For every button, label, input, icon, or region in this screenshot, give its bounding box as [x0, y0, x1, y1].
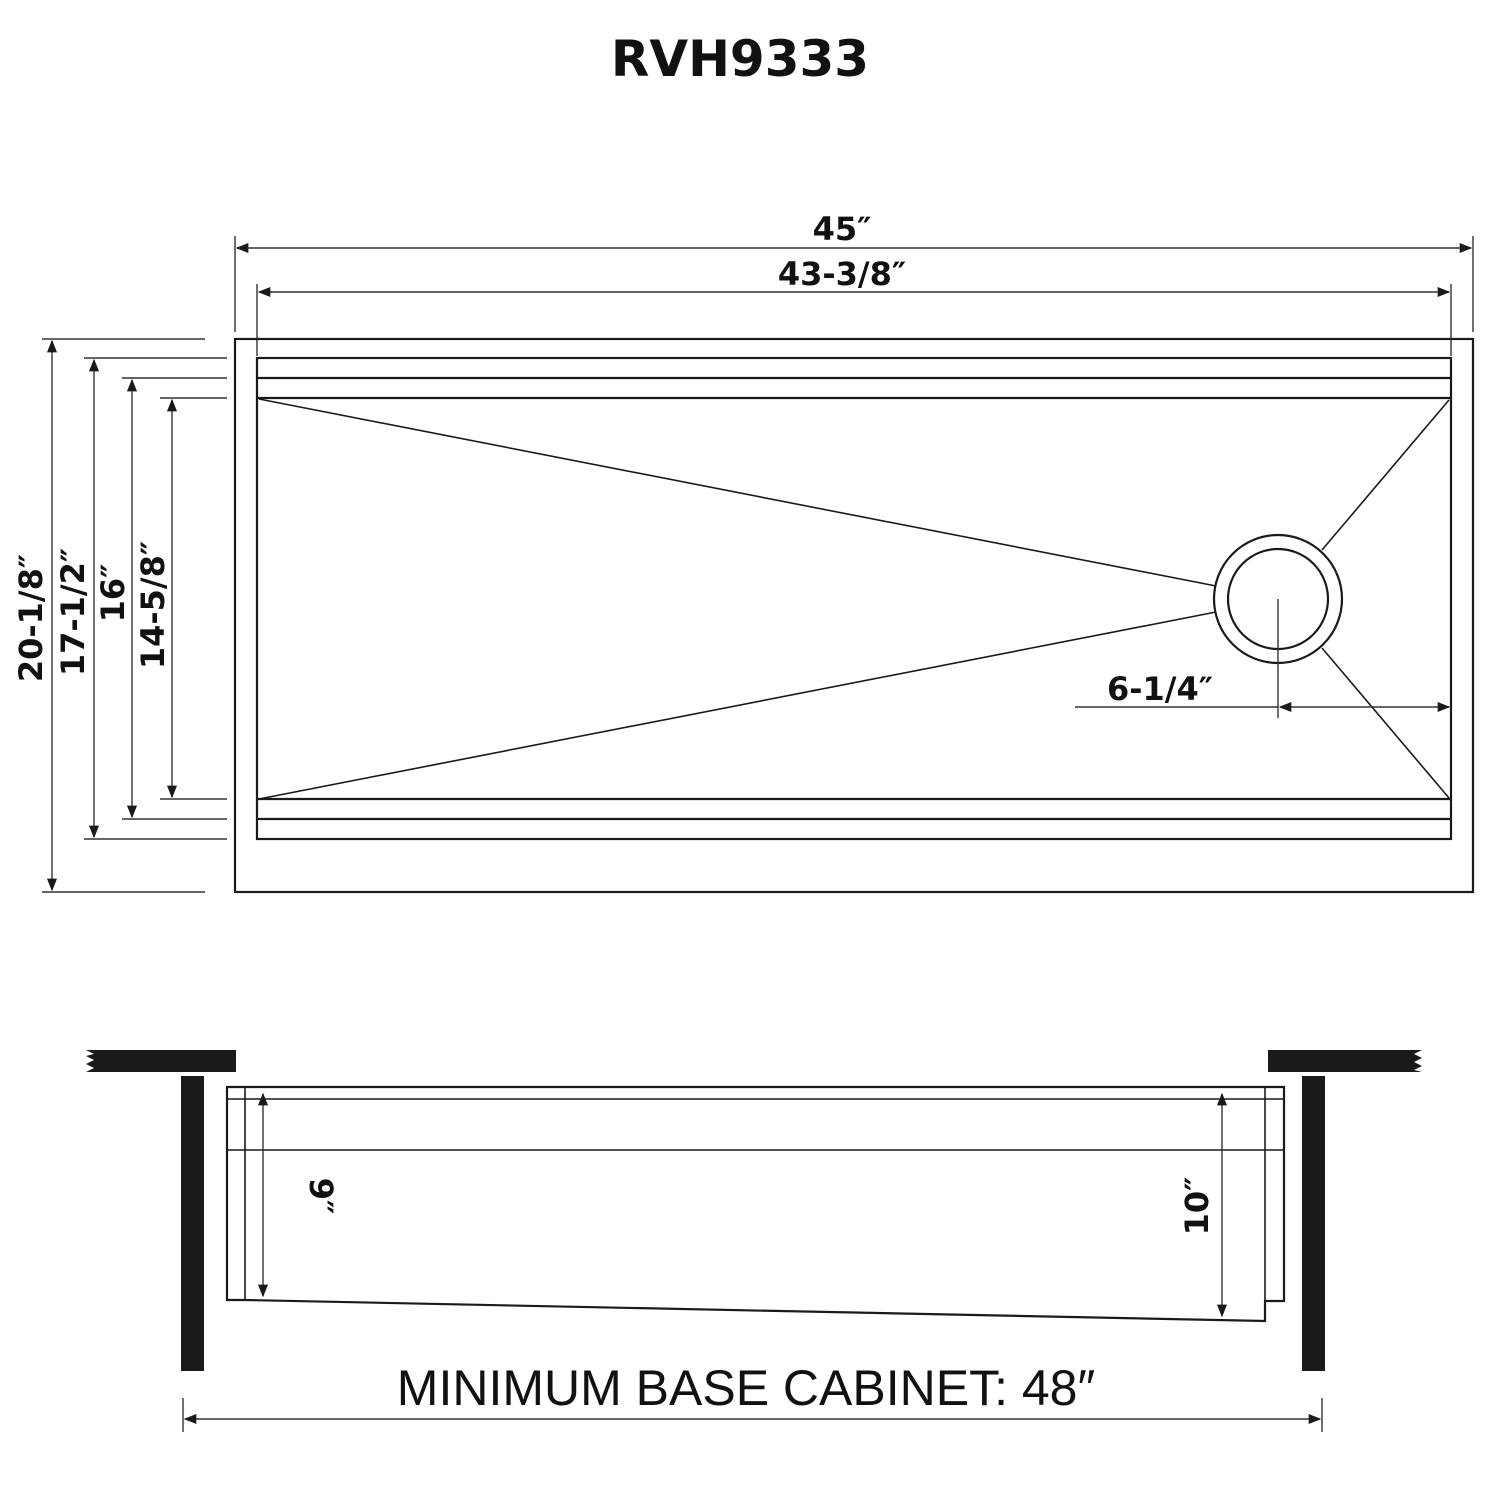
- countertop-left: [100, 1050, 236, 1072]
- countertop-right: [1268, 1050, 1408, 1072]
- inner-width-label: 43-3/8″: [778, 255, 906, 293]
- sink-outer-rim: [233, 337, 1475, 894]
- bowl-depth-label: 14-5/8″: [134, 541, 172, 669]
- depth-2-label: 17-1/2″: [54, 548, 92, 676]
- slope-line-lower: [258, 611, 1217, 800]
- minimum-cabinet-label: MINIMUM BASE CABINET: 48″: [397, 1360, 1095, 1416]
- drain-offset-label: 6-1/4″: [1107, 670, 1213, 708]
- model-title: RVH9333: [611, 30, 869, 88]
- cabinet-wall-left: [181, 1076, 204, 1371]
- sink-inner-rim: [255, 356, 1453, 841]
- outer-depth-label: 20-1/8″: [12, 554, 50, 682]
- depth-3-label: 16″: [94, 564, 132, 623]
- side-view: 9″ 10″ MINIMUM BASE CABINET: 48″: [86, 1050, 1422, 1432]
- rear-height-label: 10″: [1178, 1177, 1216, 1236]
- front-height-label: 9″: [302, 1178, 340, 1215]
- outer-width-label: 45″: [813, 210, 872, 248]
- slope-line-upper: [258, 398, 1217, 587]
- top-view: 45″ 43-3/8″ 6-1/4″: [12, 210, 1475, 894]
- cabinet-wall-right: [1302, 1076, 1325, 1371]
- sink-side-profile: [225, 1085, 1286, 1323]
